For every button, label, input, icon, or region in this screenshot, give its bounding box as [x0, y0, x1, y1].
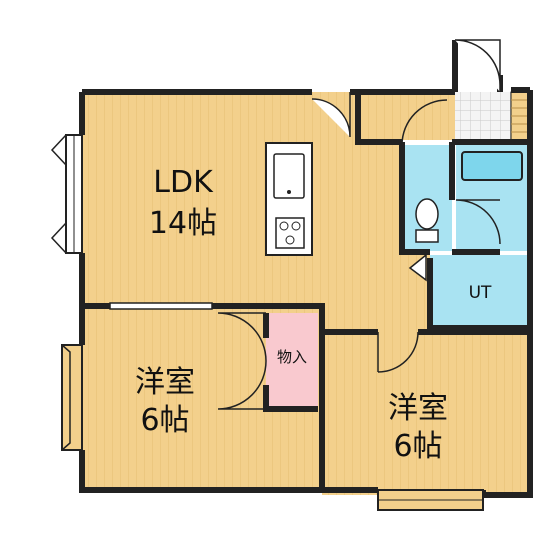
step-lines: [511, 99, 531, 133]
ldk-floor-lower: [318, 250, 430, 330]
ldk-name: LDK: [153, 165, 214, 200]
toilet-wall: [399, 142, 455, 255]
bathtub-icon: [461, 151, 523, 181]
interior-sliding-window: [109, 302, 213, 310]
western-room-2-size: 6帖: [393, 429, 442, 464]
toilet-door: [401, 99, 448, 146]
entrance-floor: [455, 92, 511, 140]
hall-lower-wall: [355, 92, 402, 145]
closet-label: 物入: [277, 348, 307, 366]
utility-floor: [430, 255, 530, 327]
doors: [217, 39, 501, 410]
utility-door: [408, 253, 427, 282]
bath-wall: [452, 139, 530, 255]
walls: [79, 40, 533, 498]
western-room-1-name: 洋室: [135, 365, 195, 400]
western-room-2-name: 洋室: [388, 391, 448, 426]
windows: [50, 134, 484, 511]
sink-icon: [273, 153, 305, 199]
faucet-icon: [287, 190, 291, 194]
western1-bay-window: [61, 344, 83, 451]
fixtures: [265, 142, 523, 256]
ldk-door: [311, 92, 351, 138]
western-room-2-floor: [322, 330, 530, 495]
closet-floor: [266, 313, 318, 409]
toilet-icon: [415, 198, 439, 243]
utility-wall: [427, 258, 530, 331]
ldk-western-divider: [82, 303, 325, 330]
closet-double-door: [217, 312, 267, 410]
western-room-1-size: 6帖: [140, 403, 189, 438]
entrance-door: [454, 39, 501, 92]
utility-label: UT: [469, 283, 492, 303]
hall-floor: [358, 92, 458, 140]
western2-door: [377, 331, 419, 373]
labels: LDK 14帖 洋室 6帖 洋室 6帖 物入 UT: [135, 165, 492, 464]
bath-door: [455, 199, 501, 245]
ldk-size: 14帖: [149, 206, 217, 241]
